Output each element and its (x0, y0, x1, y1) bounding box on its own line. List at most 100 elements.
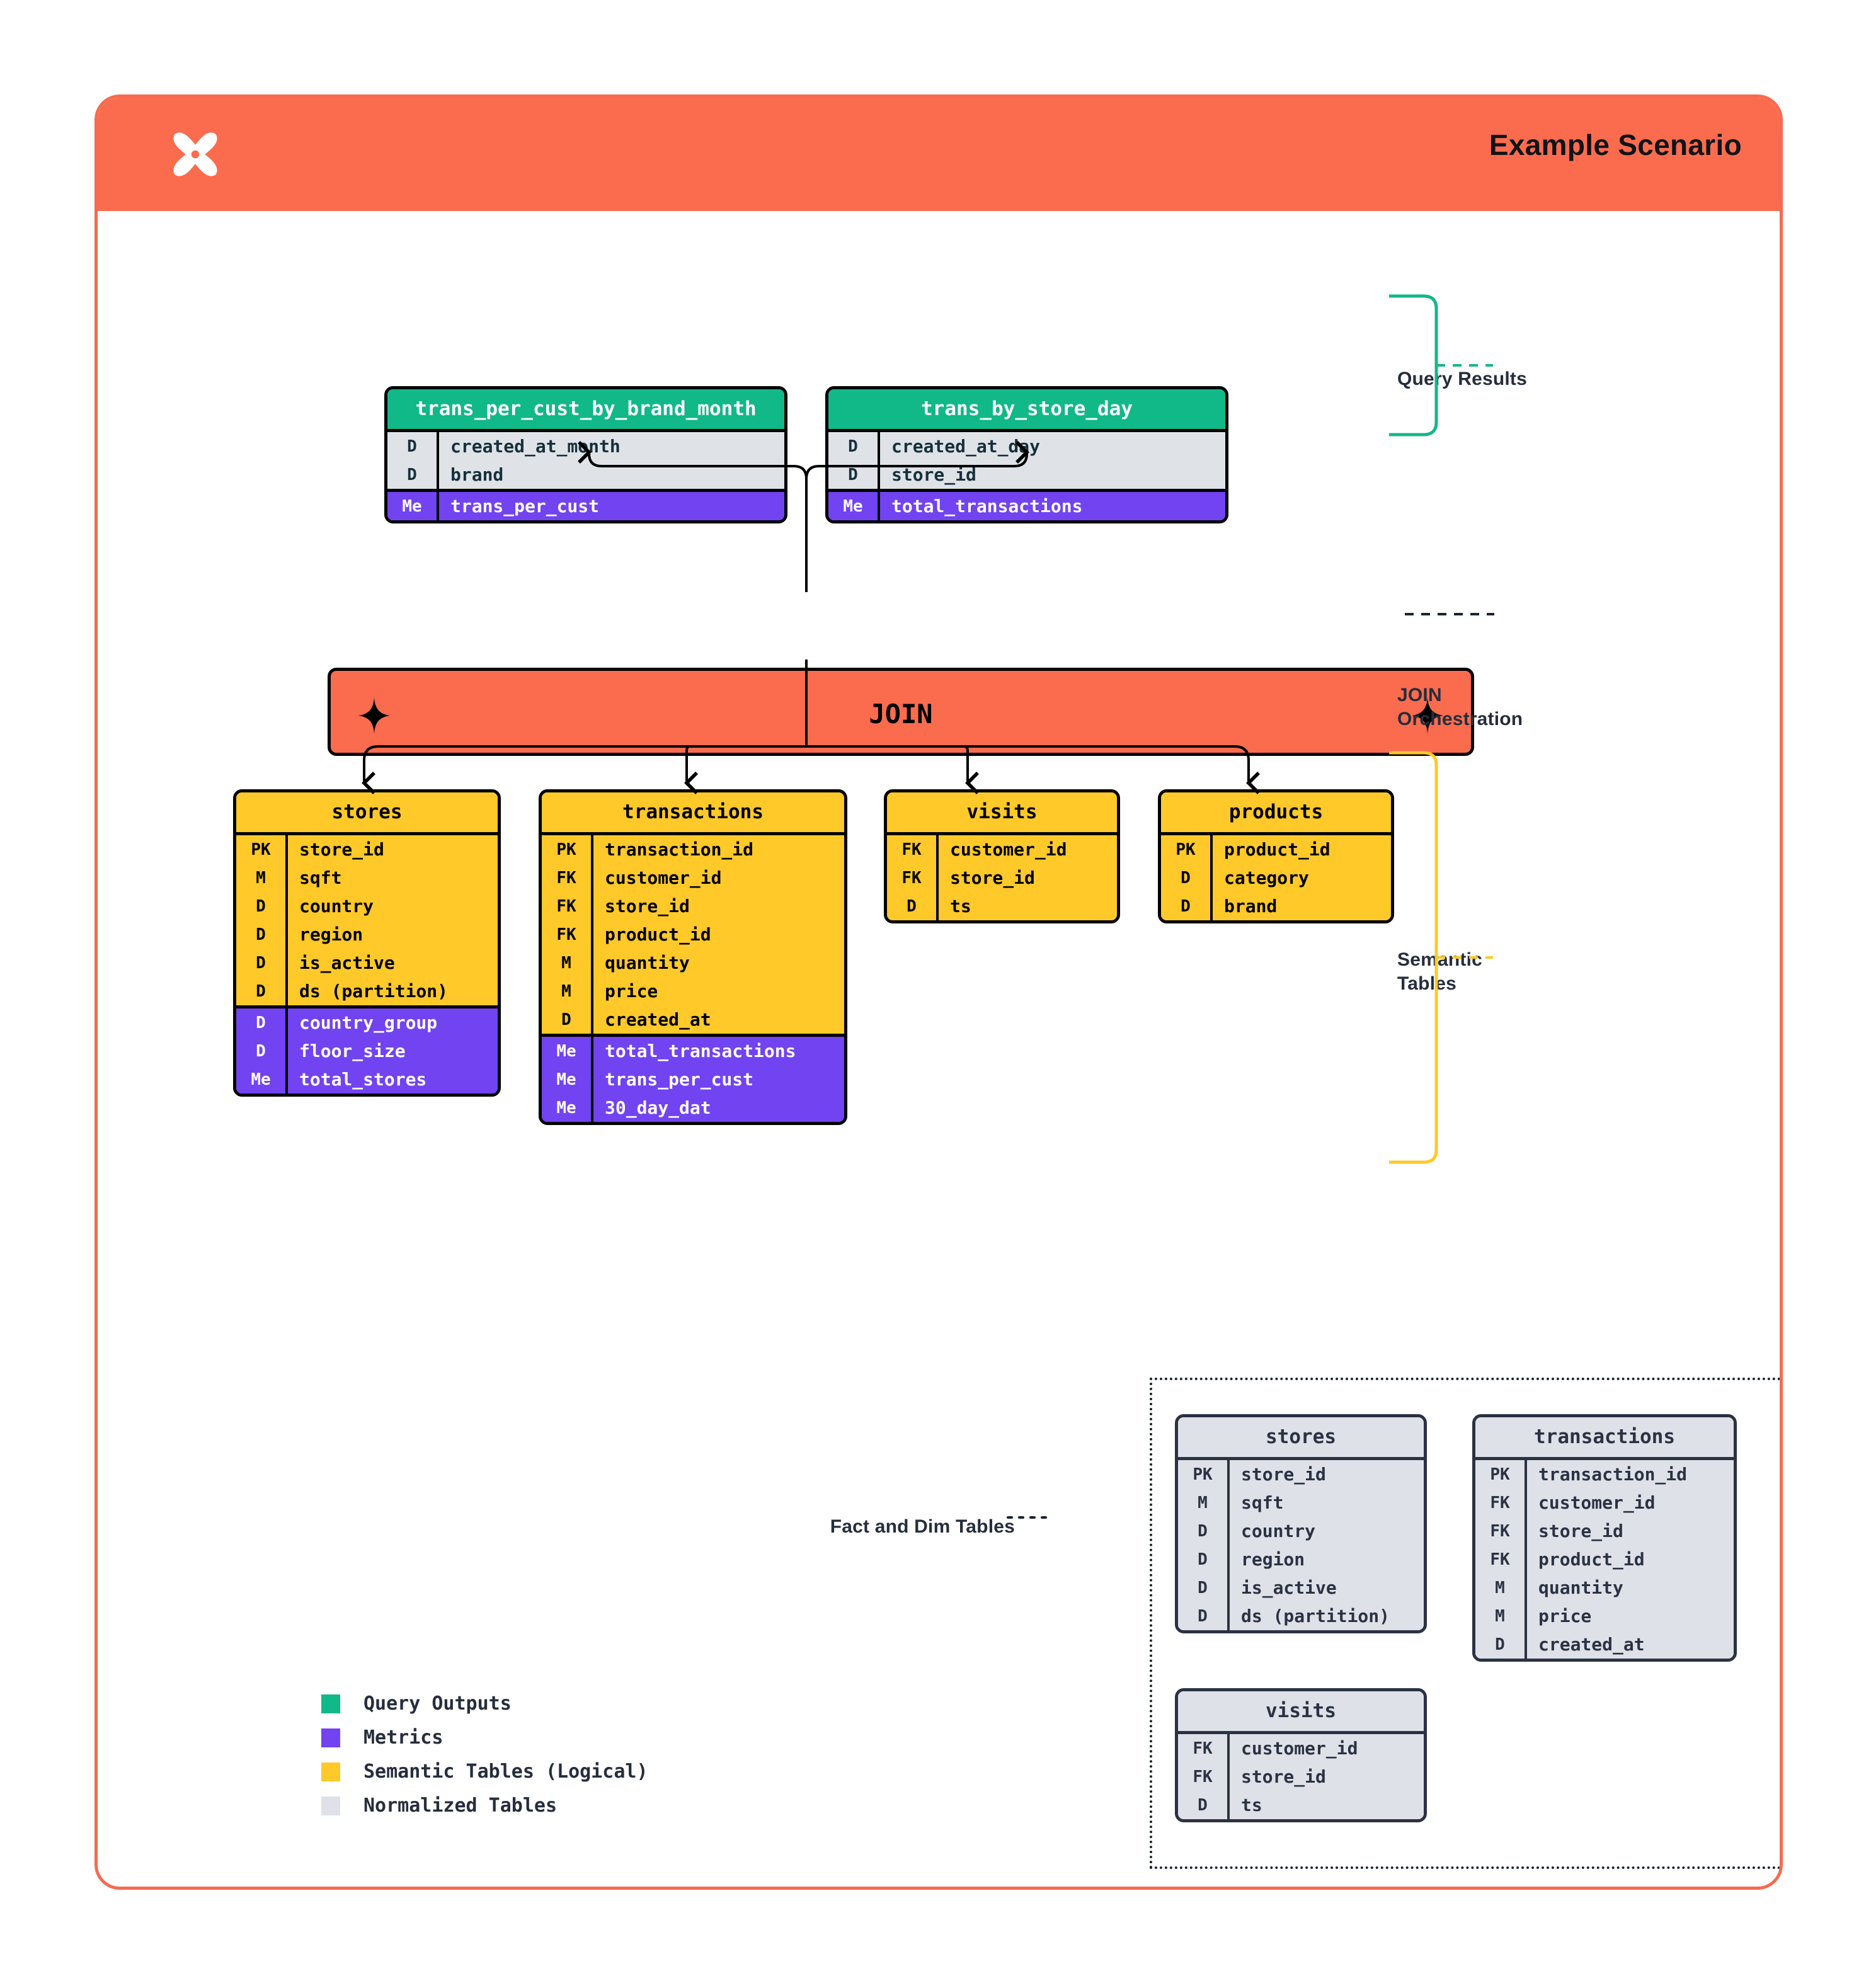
row-field: product_id (1210, 835, 1391, 864)
row-field: store_id (878, 460, 1225, 489)
row-field: created_at_day (878, 432, 1225, 460)
legend-swatch (321, 1796, 340, 1815)
row-kind: Me (556, 1070, 576, 1089)
row-field: ts (936, 892, 1117, 920)
row-kind: Me (402, 496, 422, 516)
legend-label: Query Outputs (363, 1693, 512, 1715)
legend-item-semantic-tables: Semantic Tables (Logical) (321, 1761, 648, 1783)
row-kind: PK (556, 840, 576, 859)
table-title: stores (1178, 1417, 1424, 1460)
metric-rows: Me trans_per_cust (387, 489, 784, 520)
annotation-semantic-line2: Tables (1397, 973, 1457, 994)
row-kind: D (561, 1010, 571, 1029)
row-kind: Me (843, 496, 863, 516)
row-field: transaction_id (591, 835, 844, 864)
table-row: Me trans_per_cust (542, 1065, 844, 1094)
row-kind: Me (556, 1098, 576, 1117)
legend-label: Semantic Tables (Logical) (363, 1761, 648, 1783)
row-kind: D (256, 1013, 266, 1032)
row-kind: D (1198, 1795, 1208, 1815)
row-field: price (1525, 1602, 1734, 1630)
table-title: stores (236, 792, 498, 835)
dimension-rows: D created_at_month D brand (387, 432, 784, 489)
row-field: product_id (591, 920, 844, 949)
row-field: sqft (285, 864, 498, 892)
query-result-table-trans-per-cust-by-brand-month[interactable]: trans_per_cust_by_brand_month D created_… (384, 386, 787, 523)
row-field: created_at_month (437, 432, 784, 460)
row-kind: PK (251, 840, 271, 859)
dimension-rows: D created_at_day D store_id (828, 432, 1225, 489)
row-field: trans_per_cust (591, 1065, 844, 1094)
row-kind: M (256, 868, 266, 888)
row-field: created_at (1525, 1630, 1734, 1659)
row-field: store_id (936, 864, 1117, 892)
row-field: store_id (1525, 1517, 1734, 1545)
query-result-table-trans-by-store-day[interactable]: trans_by_store_day D created_at_day D st… (825, 386, 1228, 523)
row-field: store_id (1227, 1460, 1424, 1488)
join-orchestration-bar[interactable]: JOIN (328, 668, 1474, 756)
row-field: brand (1210, 892, 1391, 920)
table-row: D created_at_month (387, 432, 784, 460)
row-kind: M (1495, 1578, 1505, 1597)
legend: Query Outputs Metrics Semantic Tables (L… (321, 1693, 648, 1829)
row-kind: FK (1490, 1493, 1510, 1512)
row-field: quantity (1525, 1574, 1734, 1602)
row-field: total_transactions (878, 492, 1225, 520)
row-field: ds (partition) (1227, 1602, 1424, 1630)
row-kind: D (256, 896, 266, 916)
table-title: transactions (542, 792, 844, 835)
legend-item-metrics: Metrics (321, 1727, 648, 1749)
row-kind: D (1495, 1635, 1505, 1654)
row-kind: FK (1490, 1521, 1510, 1541)
row-kind: D (256, 981, 266, 1001)
legend-label: Metrics (363, 1727, 443, 1749)
row-kind: D (1198, 1606, 1208, 1626)
table-row: PK transaction_id (542, 835, 844, 864)
annotation-fact-and-dim-tables: Fact and Dim Tables (830, 1516, 1015, 1537)
row-field: sqft (1227, 1488, 1424, 1517)
annotation-join-line2: Orchestration (1397, 708, 1523, 729)
row-field: store_id (591, 892, 844, 920)
row-field: customer_id (1227, 1734, 1424, 1762)
row-field: created_at (591, 1005, 844, 1034)
row-kind: D (256, 953, 266, 973)
row-kind: PK (1490, 1465, 1510, 1484)
row-field: customer_id (1525, 1488, 1734, 1517)
table-title: products (1161, 792, 1391, 835)
row-kind: FK (901, 868, 922, 888)
row-field: customer_id (591, 864, 844, 892)
row-field: region (285, 920, 498, 949)
table-row: D brand (387, 460, 784, 489)
row-kind: D (1181, 896, 1191, 916)
row-kind: D (848, 437, 858, 456)
table-title: trans_per_cust_by_brand_month (387, 389, 784, 432)
